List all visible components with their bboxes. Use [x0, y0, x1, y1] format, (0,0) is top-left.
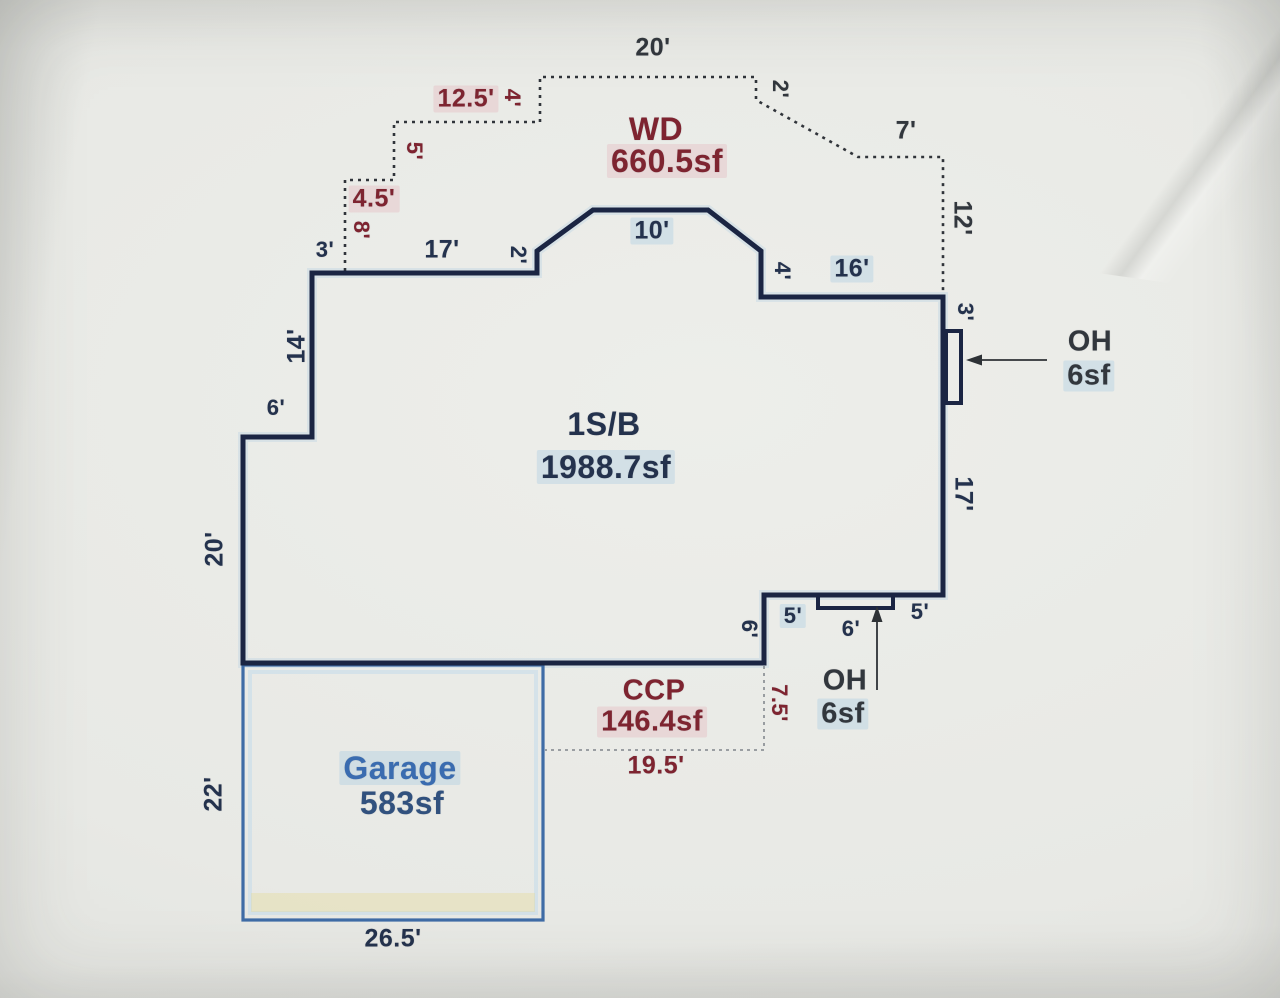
overhang-bottom-rect: [816, 593, 895, 610]
dim-bottom-5a: 5': [779, 604, 807, 628]
dim-deck-step-2: 2': [768, 79, 793, 99]
overhang-right-rect: [944, 329, 963, 405]
dim-bottom-6: 6': [841, 616, 861, 641]
ccp-outline: [545, 666, 765, 751]
garage-inner-highlight: [248, 670, 538, 915]
dim-garage-22: 22': [199, 776, 228, 812]
dim-bay-10: 10': [630, 217, 674, 245]
dim-top-16: 16': [830, 255, 874, 283]
dim-deck-step-8: 8': [349, 220, 374, 240]
dim-ccp-195: 19.5': [627, 751, 685, 780]
dim-right-3: 3': [953, 302, 978, 322]
dim-top-3: 3': [315, 237, 335, 262]
area-label-oh-bottom-sqft: 6sf: [817, 698, 869, 730]
area-label-main-name: 1S/B: [567, 406, 641, 442]
building-outline: [240, 207, 946, 666]
dim-deck-step-4: 4': [500, 88, 525, 108]
area-label-oh-right-sqft: 6sf: [1063, 360, 1115, 392]
dim-deck-run-7: 7': [895, 116, 917, 145]
dim-deck-run-12: 12': [948, 200, 977, 236]
dim-top-17: 17': [424, 235, 460, 264]
oh-bottom-arrow-icon: [871, 606, 883, 690]
area-label-oh-bottom-name: OH: [822, 664, 868, 697]
dim-bottom-5b: 5': [910, 599, 930, 624]
area-label-oh-right-name: OH: [1067, 325, 1113, 358]
area-label-ccp-name: CCP: [622, 674, 686, 707]
dim-deck-run-125: 12.5': [433, 85, 499, 113]
dim-right-17: 17': [949, 476, 978, 512]
area-label-main-sqft: 1988.7sf: [536, 450, 676, 484]
dim-bay-2: 2': [506, 245, 531, 265]
dim-step-6: 6': [737, 619, 762, 639]
garage-yellow-highlight: [251, 893, 535, 912]
dim-deck-top: 20': [635, 33, 671, 62]
dim-deck-step-45: 4.5': [348, 185, 400, 213]
dim-deck-step-5: 5': [402, 141, 427, 161]
area-label-ccp-sqft: 146.4sf: [597, 706, 707, 738]
area-label-deck-sqft: 660.5sf: [606, 144, 728, 178]
dim-left-14: 14': [282, 328, 311, 364]
dim-garage-265: 26.5': [364, 924, 422, 953]
area-label-garage-name: Garage: [339, 751, 461, 785]
dim-ccp-75: 7.5': [767, 684, 792, 722]
area-label-garage-sqft: 583sf: [359, 785, 445, 821]
dim-left-6: 6': [266, 395, 286, 420]
oh-right-arrow-icon: [966, 354, 1047, 366]
dim-bay-4: 4': [770, 261, 795, 281]
dim-left-20: 20': [200, 531, 229, 567]
area-label-deck-name: WD: [628, 111, 684, 147]
